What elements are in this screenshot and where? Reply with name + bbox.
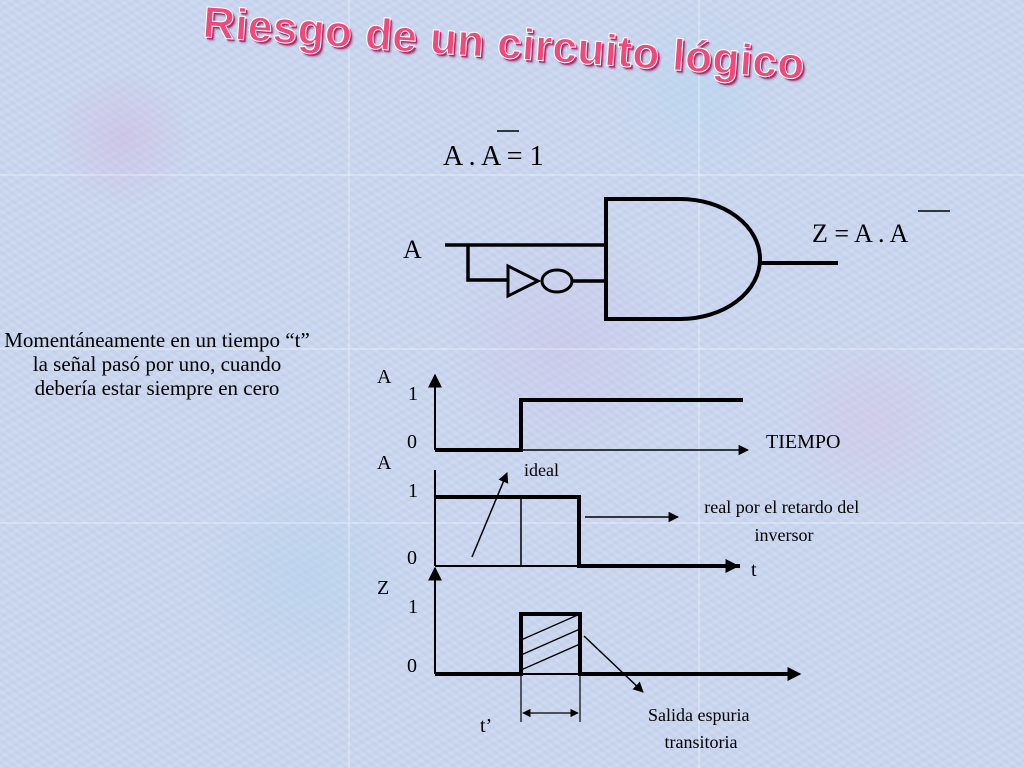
explanation-text: Momentáneamente en un tiempo “t” la seña…	[4, 328, 310, 400]
background-grid-line	[0, 348, 1024, 350]
timing-a-level-1: 1	[408, 383, 418, 405]
gate-input-label: A	[403, 235, 422, 264]
and-gate	[604, 197, 762, 321]
annotation-real-line-1: real por el retardo del	[704, 497, 859, 517]
background-grid-line	[0, 174, 1024, 176]
timing-a-neg-level-0: 0	[407, 547, 417, 569]
interval-marker	[520, 674, 581, 722]
spurious-pulse-hatching	[520, 613, 581, 671]
timing-a-neg: A 1 0 t	[377, 452, 757, 581]
input-wiring	[445, 243, 606, 283]
timing-z-level-1: 1	[408, 596, 418, 618]
timing-a-label: A	[377, 366, 392, 388]
annotation-spurious: Salida espuria transitoria	[648, 705, 754, 752]
timing-a-neg-waveform	[435, 495, 740, 568]
timing-a-level-0: 0	[407, 431, 417, 453]
annotation-ideal: ideal	[524, 460, 559, 480]
annotation-spurious-line-1: Salida espuria	[648, 705, 749, 725]
equation-top: A . A = 1	[443, 141, 544, 172]
timing-z-label: Z	[377, 577, 389, 599]
inverter-gate	[506, 263, 574, 299]
timing-axis-label-tiempo: TIEMPO	[766, 431, 840, 453]
interval-label: t’	[480, 715, 492, 737]
timing-a-neg-level-1: 1	[408, 480, 418, 502]
annotation-ideal-arrow	[471, 472, 509, 558]
timing-z-waveform	[435, 612, 795, 676]
annotation-spurious-arrow	[583, 635, 644, 693]
timing-axis-label-t: t	[751, 559, 757, 581]
gate-output-label: Z = A . A	[812, 219, 909, 248]
timing-a: A 1 0 TIEMPO	[377, 366, 840, 456]
background-grid-line	[348, 0, 350, 768]
annotation-real-line-2: inversor	[755, 525, 814, 545]
background-grid-line	[0, 522, 1024, 524]
timing-a-neg-label: A	[377, 452, 392, 474]
background-grid-line	[698, 0, 700, 768]
annotation-real: real por el retardo del inversor	[704, 497, 863, 545]
timing-z-level-0: 0	[407, 655, 417, 677]
annotation-spurious-line-2: transitoria	[665, 732, 738, 752]
timing-a-waveform	[435, 398, 743, 452]
timing-z: Z 1 0	[377, 566, 802, 681]
